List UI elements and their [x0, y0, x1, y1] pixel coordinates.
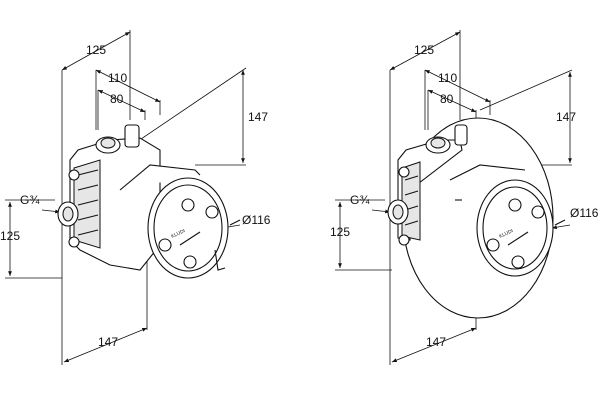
dim-top-80: 80: [110, 92, 124, 106]
brand-label: KLUDI: [170, 228, 186, 240]
dim-thread: G¾: [350, 193, 370, 207]
mounting-cylinder: [449, 164, 566, 277]
dimension-lines: [8, 31, 245, 363]
dim-top-125: 125: [414, 43, 434, 57]
dim-top-125: 125: [86, 43, 106, 57]
dim-bottom-147: 147: [426, 335, 446, 349]
dimension-lines: [338, 31, 572, 363]
dim-top-80: 80: [440, 92, 454, 106]
mounting-cylinder: [119, 164, 241, 279]
valve-body: [57, 124, 161, 271]
dim-thread: G¾: [20, 193, 40, 207]
dim-right-147: 147: [556, 110, 576, 124]
view-left-valve-body: 125 110 80 147 G¾ 125 Ø116 147 KLUDI: [0, 30, 271, 365]
dim-left-125: 125: [330, 225, 350, 239]
dim-diameter: Ø116: [242, 213, 271, 227]
dim-left-125: 125: [0, 229, 20, 243]
dim-diameter: Ø116: [570, 206, 599, 220]
dim-top-110: 110: [438, 71, 457, 85]
dim-top-110: 110: [108, 71, 127, 85]
valve-body: [387, 124, 468, 246]
view-right-valve-with-plate: 125 110 80 147 G¾ 125 Ø116 147 KLUDI: [330, 30, 599, 365]
brand-label: KLUDI: [498, 228, 514, 240]
dim-right-147: 147: [248, 110, 268, 124]
dim-bottom-147: 147: [98, 335, 118, 349]
